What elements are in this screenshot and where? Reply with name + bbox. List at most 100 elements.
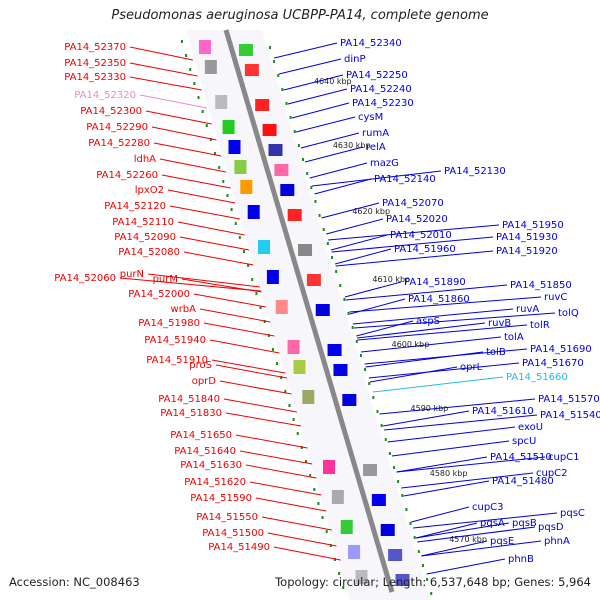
minor-tick	[238, 236, 241, 239]
kbp-tick-label: 4620 kbp	[352, 207, 390, 216]
right-gene-label: PA14_51960	[394, 244, 456, 255]
gene-block	[323, 460, 336, 474]
left-leader	[219, 380, 292, 395]
minor-tick	[339, 284, 342, 287]
right-leader	[327, 224, 500, 241]
gene-block	[355, 570, 368, 584]
minor-tick	[333, 558, 336, 561]
right-leader	[278, 58, 342, 75]
gene-block	[255, 99, 270, 111]
gene-block	[266, 270, 279, 284]
right-gene-label: PA14_51890	[404, 277, 466, 288]
right-leader	[283, 74, 344, 91]
right-leader	[356, 320, 414, 337]
minor-tick	[421, 564, 424, 567]
minor-tick	[273, 60, 276, 63]
left-leader	[199, 308, 271, 323]
right-gene-label: tolA	[504, 332, 524, 343]
left-gene-label: lpxO2	[135, 185, 164, 196]
right-leader	[300, 132, 360, 149]
right-gene-label: PA14_51690	[530, 344, 592, 355]
left-leader	[177, 221, 245, 236]
gene-block	[262, 124, 277, 136]
minor-tick	[276, 362, 279, 365]
summary-text: Topology: circular; Length: 6,537,648 bp…	[275, 575, 591, 589]
minor-tick	[380, 424, 383, 427]
right-gene-label: phnB	[508, 554, 534, 565]
left-leader	[147, 273, 260, 288]
minor-tick	[376, 410, 379, 413]
right-leader	[357, 324, 528, 341]
minor-tick	[189, 68, 192, 71]
right-gene-label: PA14_51660	[506, 372, 568, 383]
left-gene-label: PA14_51490	[208, 542, 270, 553]
minor-tick	[297, 144, 300, 147]
right-gene-label: PA14_52250	[346, 70, 408, 81]
left-leader	[215, 364, 287, 379]
gene-block	[234, 160, 247, 174]
right-gene-label: aspS	[416, 316, 440, 327]
minor-tick	[351, 326, 354, 329]
right-gene-label: cupC2	[536, 468, 568, 479]
right-gene-label: PA14_51610	[472, 406, 534, 417]
gene-block	[268, 144, 283, 156]
minor-tick	[226, 194, 229, 197]
left-leader	[167, 189, 236, 204]
right-leader	[401, 472, 534, 489]
minor-tick	[347, 312, 350, 315]
right-leader	[274, 42, 338, 59]
right-gene-label: PA14_51670	[522, 358, 584, 369]
right-leader	[312, 170, 442, 187]
minor-tick	[322, 228, 325, 231]
left-gene-label: PA14_51550	[196, 512, 258, 523]
right-gene-label: PA14_51920	[496, 246, 558, 257]
gene-block	[215, 95, 228, 109]
right-gene-label: rumA	[362, 128, 389, 139]
right-leader	[326, 218, 384, 235]
gene-block	[280, 184, 295, 196]
right-gene-label: phnA	[544, 536, 570, 547]
left-gene-label: PA14_52120	[104, 201, 166, 212]
right-gene-label: dinP	[344, 54, 366, 65]
gene-block	[244, 64, 259, 76]
minor-tick	[293, 130, 296, 133]
right-leader	[352, 308, 514, 325]
left-gene-label: PA14_51830	[160, 408, 222, 419]
kbp-tick-label: 4590 kbp	[411, 404, 449, 413]
minor-tick	[305, 460, 308, 463]
right-leader	[356, 322, 486, 339]
minor-tick	[401, 494, 404, 497]
gene-block	[315, 304, 330, 316]
right-gene-label: tolB	[486, 347, 506, 358]
left-gene-label: proS	[189, 360, 212, 371]
right-leader	[291, 102, 350, 119]
left-gene-label: PA14_51640	[174, 446, 236, 457]
right-leader	[421, 540, 542, 557]
kbp-tick-label: 4580 kbp	[430, 469, 468, 478]
right-gene-label: PA14_51930	[496, 232, 558, 243]
minor-tick	[430, 592, 433, 595]
gene-block	[331, 490, 344, 504]
right-gene-label: PA14_52240	[350, 84, 412, 95]
minor-tick	[388, 452, 391, 455]
kbp-tick-label: 4570 kbp	[449, 535, 487, 544]
right-leader	[335, 250, 494, 267]
right-gene-label: relA	[366, 142, 386, 153]
right-leader	[321, 202, 380, 219]
minor-tick	[285, 102, 288, 105]
left-leader	[145, 110, 212, 125]
left-gene-label: PA14_51650	[170, 430, 232, 441]
minor-tick	[318, 214, 321, 217]
left-leader	[151, 126, 217, 141]
right-leader	[396, 456, 488, 473]
minor-tick	[205, 124, 208, 127]
right-gene-label: PA14_52340	[340, 38, 402, 49]
left-leader	[255, 497, 327, 512]
right-leader	[417, 526, 536, 543]
right-gene-label: pqsA	[480, 518, 505, 529]
right-gene-label: cupC1	[548, 452, 580, 463]
minor-tick	[338, 572, 341, 575]
gene-block	[222, 120, 235, 134]
right-gene-label: PA14_51950	[502, 220, 564, 231]
left-leader	[235, 434, 308, 449]
